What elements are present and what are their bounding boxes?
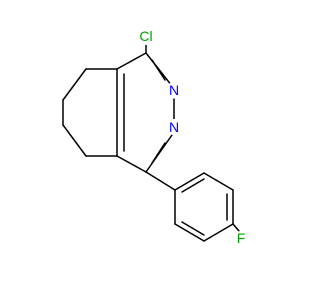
bond-ar4-ar5: [203, 172, 234, 191]
bond-ar-f: [232, 223, 240, 232]
bond-ar1-ar2: [174, 223, 205, 242]
chlorine-atom: Cl: [137, 27, 155, 45]
fluorine-label: F: [237, 230, 246, 246]
atom-labels: Cl N N F: [137, 27, 248, 246]
bond-ar-inner-3: [181, 178, 205, 193]
molecule-structure: Cl N N F: [62, 27, 248, 246]
fluorine-atom: F: [234, 230, 248, 246]
bond-c8-c9: [62, 124, 87, 157]
bond-c4a-c1: [116, 52, 147, 70]
bond-n3-c4-double: [151, 142, 166, 164]
nitrogen-atom-1: N: [166, 82, 182, 98]
bond-c1-n2-double: [151, 59, 166, 81]
bond-ar-inner-1: [181, 221, 205, 236]
chlorine-label: Cl: [139, 28, 152, 44]
bond-c6-c7: [62, 68, 87, 101]
nitrogen-atom-2: N: [166, 119, 182, 135]
bond-c4-c8a: [116, 155, 147, 173]
nitrogen-label-1: N: [169, 82, 179, 98]
nitrogen-label-2: N: [169, 119, 179, 135]
bond-ar5-ar6: [174, 172, 205, 191]
bonds: [62, 42, 240, 242]
bond-ar2-ar3: [203, 223, 234, 242]
bond-c4-ch2: [145, 171, 176, 191]
